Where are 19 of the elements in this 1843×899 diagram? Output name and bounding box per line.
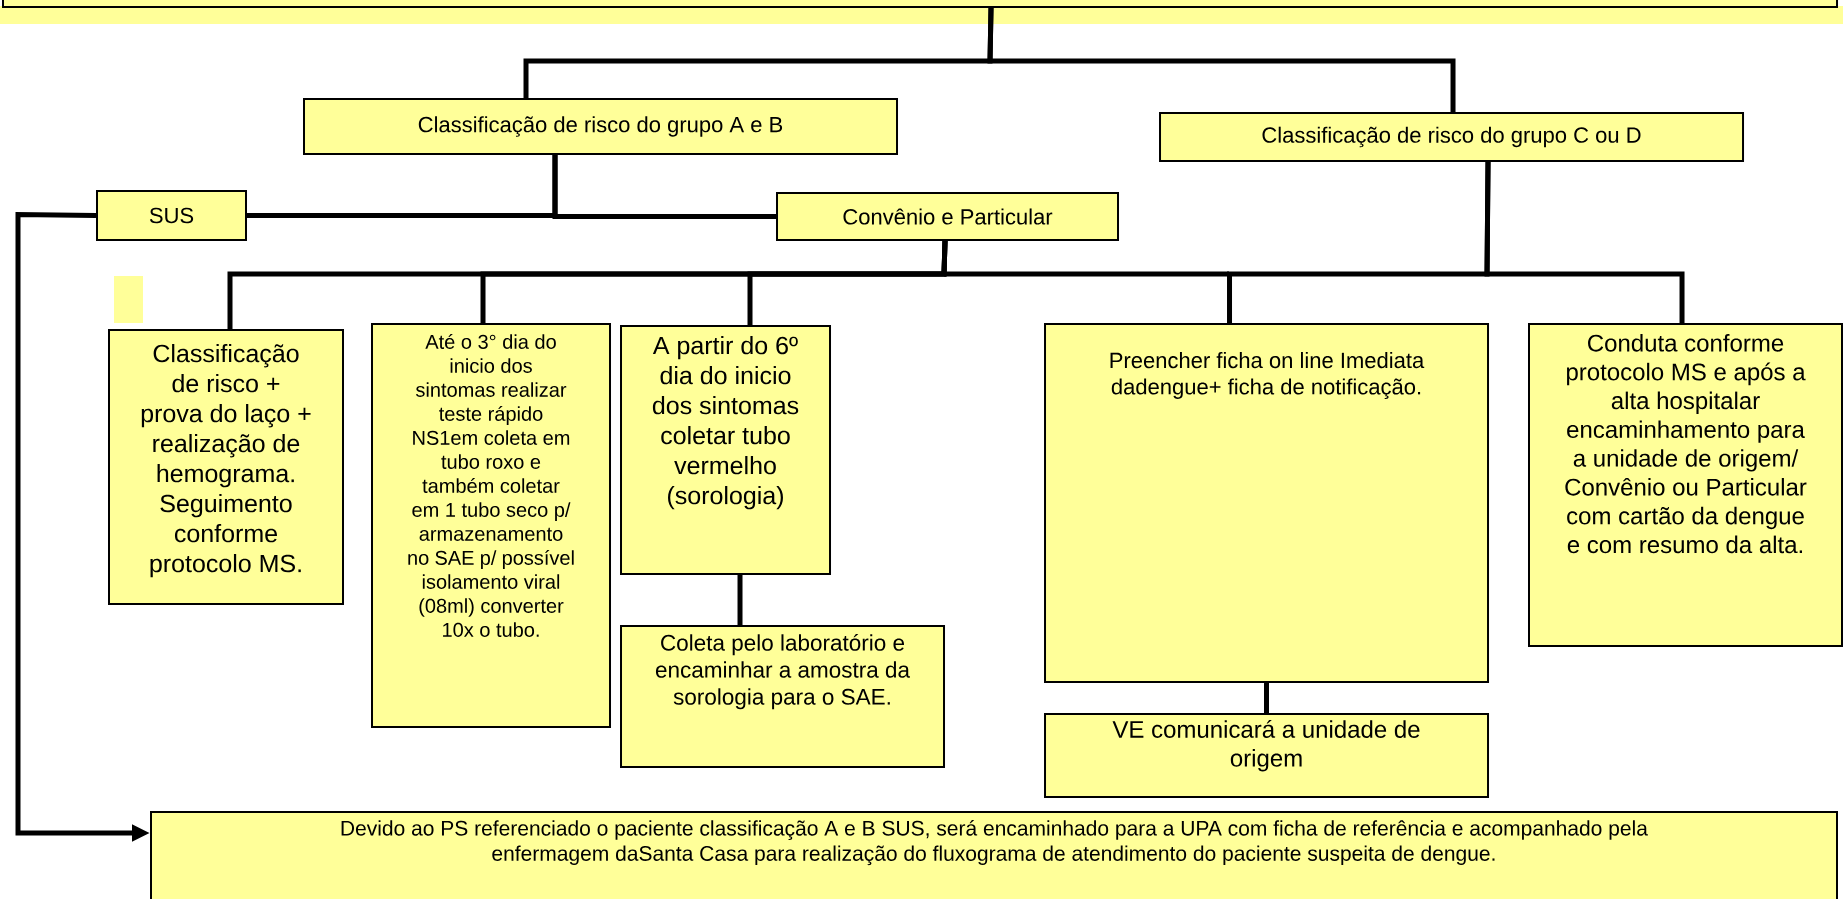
connector: [1484, 162, 1685, 323]
connector: [552, 155, 776, 219]
process-box: Convênio e Particular: [776, 192, 1119, 241]
process-box: Classificação de risco + prova do laço + realização de hemograma. Seguimento conforme protocolo MS.: [108, 329, 344, 605]
process-box: A partir do 6º dia do inicio dos sintomas coletar tubo vermelho (sorologia): [620, 325, 831, 575]
header-box: [0, 0, 1843, 24]
process-box: Até o 3° dia do inicio dos sintomas realizar teste rápido NS1em coleta em tubo roxo e também coletar em 1 tubo seco p/ armazenamento no SAE p/ possível isolamento viral (08ml) converter 10x o tubo.: [371, 323, 611, 728]
connector: [1264, 683, 1269, 713]
connector: [987, 7, 1456, 112]
connector: [737, 575, 743, 625]
process-box: VE comunicará a unidade de origem: [1044, 713, 1489, 798]
process-box: Classificação de risco do grupo A e B: [303, 98, 898, 155]
process-box: Conduta conforme protocolo MS e após a alta hospitalar encaminhamento para a unidade de origem/ Convênio ou Particular com cartão da dengue e com resumo da alta.: [1528, 323, 1843, 647]
process-box: SUS: [96, 190, 247, 241]
connector: [747, 240, 948, 325]
process-box: Coleta pelo laboratório e encaminhar a amostra da sorologia para o SAE.: [620, 625, 945, 768]
process-box: Classificação de risco do grupo C ou D: [1159, 112, 1745, 162]
note-box: Devido ao PS referenciado o paciente classificação A e B SUS, será encaminhado para a UPA com ficha de referência e acompanhado pela enfermagem daSanta Casa para realização do fluxograma de atendimento do paciente suspeita de dengue.: [150, 811, 1839, 899]
process-box: Preencher ficha on line Imediata dadengue+ ficha de notificação.: [1044, 323, 1489, 683]
